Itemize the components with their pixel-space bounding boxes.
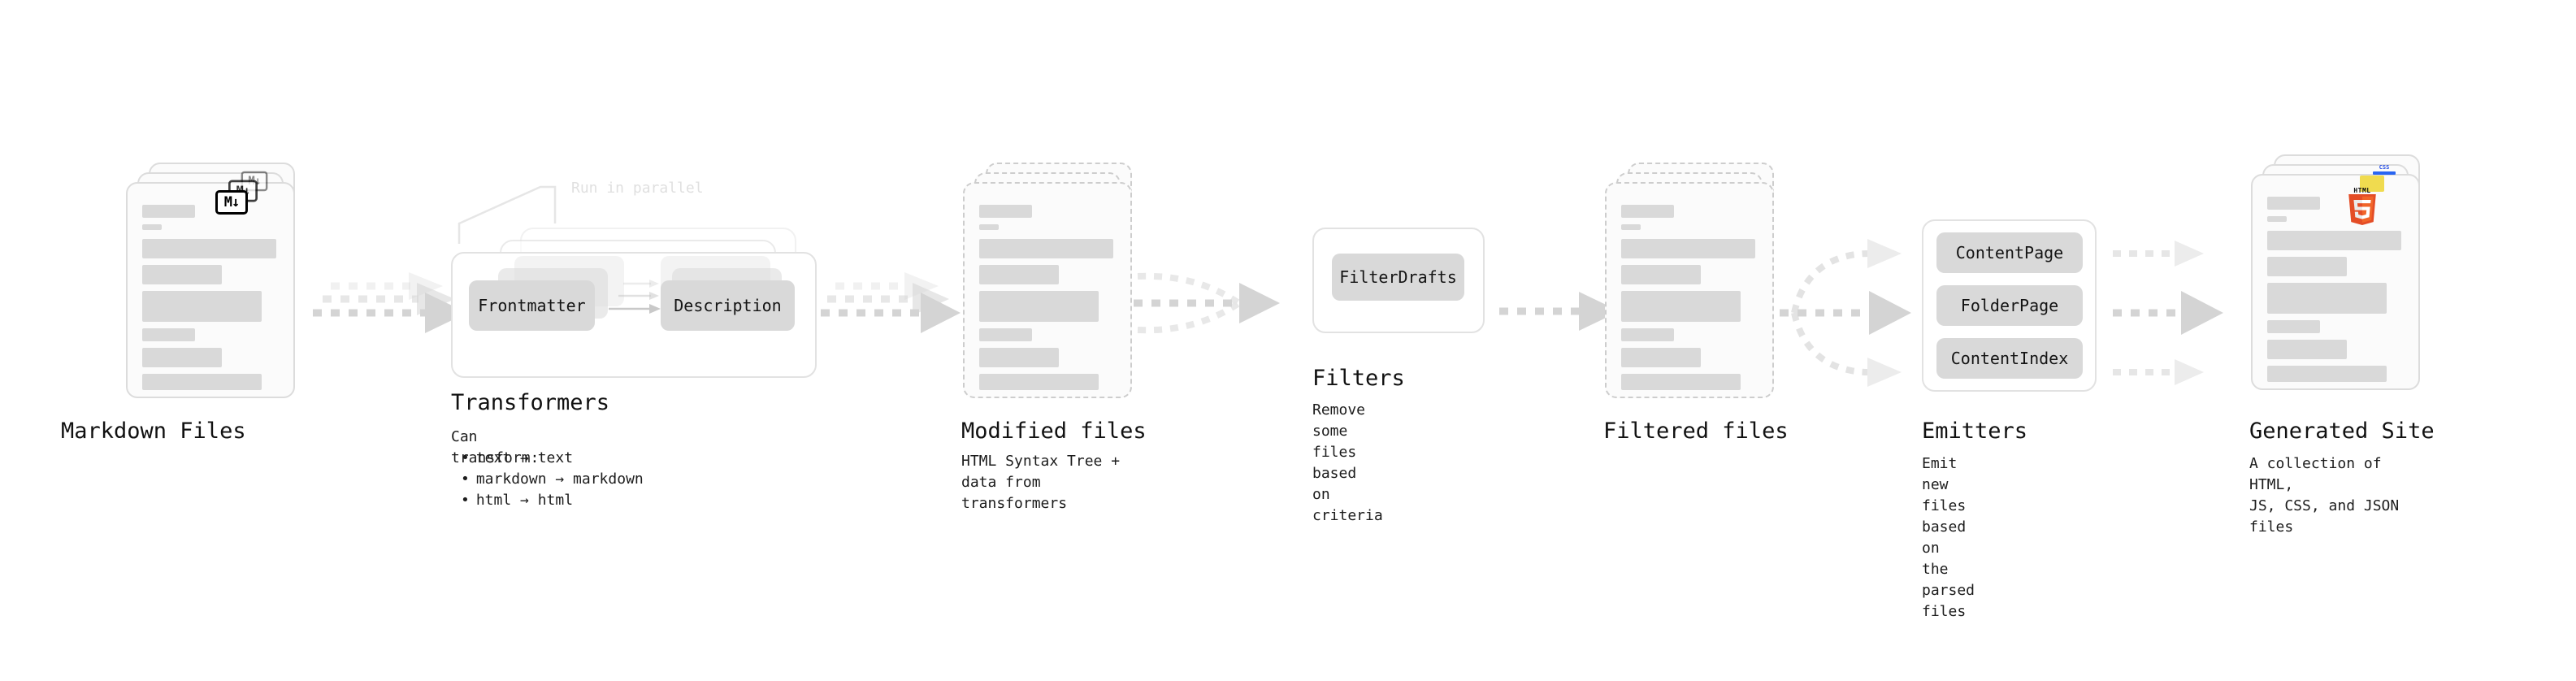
skeleton-bar <box>979 374 1099 390</box>
transformer-chip-frontmatter[interactable]: Frontmatter <box>469 280 595 331</box>
modified-card-front <box>963 182 1132 398</box>
run-in-parallel-leader <box>458 185 557 244</box>
stage-markdown-files: M↓ M↓ M↓ Markdown Files <box>61 163 295 444</box>
skeleton-bar <box>1621 224 1641 230</box>
list-item: markdown → markdown <box>461 469 644 490</box>
skeleton-bar <box>1621 374 1741 390</box>
skeleton-bar <box>2267 197 2320 210</box>
css-icon: CSS <box>2373 164 2396 176</box>
stage-title: Transformers <box>451 390 610 415</box>
stage-subtitle: Emit new files based on the parsed files <box>1922 455 1975 620</box>
transformer-chip-description[interactable]: Description <box>661 280 795 331</box>
skeleton-bar <box>979 328 1032 341</box>
css-icon-bar <box>2373 171 2396 175</box>
connector-arrow-1 <box>313 272 467 333</box>
skeleton-bar <box>979 224 999 230</box>
css-icon-label: CSS <box>2379 164 2390 171</box>
skeleton-bar <box>2267 216 2287 222</box>
skeleton-bar <box>142 224 162 230</box>
stage-subtitle: Remove some files based on criteria <box>1312 401 1383 524</box>
skeleton-bar <box>1621 328 1674 341</box>
list-item: html → html <box>461 490 644 511</box>
generated-card-stack: CSS HTML <box>2251 154 2420 390</box>
skeleton-bar <box>1621 265 1701 284</box>
connector-arrow-4 <box>1499 292 1620 331</box>
transformer-capability-list: text → text markdown → markdown html → h… <box>461 448 644 511</box>
stage-title: Filters <box>1312 366 1405 391</box>
stage-generated-site: CSS HTML Generated Site A collection of … <box>2249 154 2435 536</box>
stage-subtitle: HTML Syntax Tree + data from transformer… <box>961 453 1121 512</box>
js-icon <box>2360 176 2384 192</box>
html5-icon-label: HTML <box>2353 187 2371 194</box>
generated-card-front <box>2251 174 2420 390</box>
stage-title: Filtered files <box>1603 419 1789 444</box>
connector-arrow-5-branching <box>1780 239 1911 387</box>
skeleton-bar <box>1621 205 1674 218</box>
filtered-card-stack <box>1605 163 1774 398</box>
filtered-card-front <box>1605 182 1774 398</box>
skeleton-bar <box>2267 257 2347 276</box>
skeleton-bar <box>142 374 262 390</box>
skeleton-bar <box>979 205 1032 218</box>
transformer-inner-arrows <box>609 280 661 314</box>
connector-arrow-2 <box>821 272 961 333</box>
list-item: text → text <box>461 448 644 469</box>
skeleton-bar <box>142 265 222 284</box>
emitter-chip-contentpage[interactable]: ContentPage <box>1936 232 2083 273</box>
skeleton-bar <box>142 328 195 341</box>
emitter-chip-contentindex[interactable]: ContentIndex <box>1936 338 2083 379</box>
skeleton-bar <box>979 265 1059 284</box>
skeleton-bar <box>2267 366 2387 382</box>
modified-card-stack <box>963 163 1132 398</box>
skeleton-bar <box>979 348 1059 367</box>
stage-title: Generated Site <box>2249 419 2435 444</box>
markdown-card-front <box>126 182 295 398</box>
markdown-icon: M↓ <box>215 190 248 215</box>
skeleton-bar <box>2267 283 2387 314</box>
stage-title: Modified files <box>961 419 1147 444</box>
skeleton-bar <box>2267 340 2347 359</box>
skeleton-bar <box>142 239 276 258</box>
html5-icon: HTML <box>2347 187 2378 225</box>
stage-title: Emitters <box>1922 419 2028 444</box>
skeleton-bar <box>1621 291 1741 322</box>
skeleton-bar <box>142 291 262 322</box>
stage-title: Markdown Files <box>61 419 246 444</box>
skeleton-bar <box>979 239 1113 258</box>
stage-subtitle: A collection of HTML, JS, CSS, and JSON … <box>2249 455 2400 536</box>
run-in-parallel-label: Run in parallel <box>571 180 704 197</box>
skeleton-bar <box>1621 348 1701 367</box>
connector-arrow-3 <box>1134 272 1280 334</box>
skeleton-bar <box>142 348 222 367</box>
filter-chip-filterdrafts[interactable]: FilterDrafts <box>1332 254 1464 301</box>
emitter-chip-folderpage[interactable]: FolderPage <box>1936 285 2083 326</box>
stage-modified-files: Modified files HTML Syntax Tree + data f… <box>961 163 1147 512</box>
skeleton-bar <box>979 291 1099 322</box>
skeleton-bar <box>142 205 195 218</box>
stage-filtered-files: Filtered files <box>1603 163 1789 444</box>
skeleton-bar <box>2267 320 2320 333</box>
html5-shield-icon <box>2348 194 2376 225</box>
skeleton-bar <box>1621 239 1755 258</box>
connector-arrow-6 <box>2113 241 2223 385</box>
skeleton-bar <box>2267 231 2401 250</box>
markdown-card-stack: M↓ M↓ M↓ <box>126 163 295 398</box>
